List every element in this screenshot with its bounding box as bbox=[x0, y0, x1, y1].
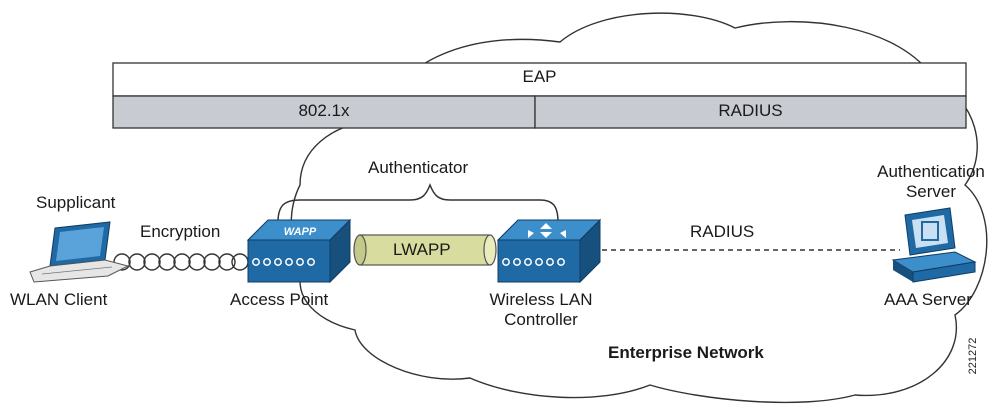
encryption-link bbox=[113, 253, 249, 271]
authenticator-bracket bbox=[277, 182, 559, 223]
aaa-server-label: AAA Server bbox=[884, 290, 972, 309]
supplicant-label: Supplicant bbox=[36, 193, 116, 212]
access-point-icon: WAPP bbox=[246, 218, 352, 284]
radius-band bbox=[534, 95, 967, 129]
lwapp-tunnel bbox=[353, 234, 497, 266]
auth-server-label-line1: Authentication bbox=[877, 162, 985, 181]
lwapp-label: LWAPP bbox=[393, 240, 451, 259]
wlc-label-line2: Controller bbox=[504, 310, 578, 329]
enterprise-network-label: Enterprise Network bbox=[608, 343, 764, 362]
radius-link-label: RADIUS bbox=[690, 222, 755, 241]
authenticator-label: Authenticator bbox=[368, 158, 469, 177]
eap-label: EAP bbox=[522, 67, 557, 86]
wlc-label-line1: Wireless LAN bbox=[489, 290, 593, 309]
auth-server-label-line2: Server bbox=[905, 182, 957, 201]
encryption-label: Encryption bbox=[140, 222, 221, 241]
figure-id: 221272 bbox=[967, 337, 979, 375]
radius-band-label: RADIUS bbox=[718, 101, 783, 120]
laptop-icon bbox=[29, 221, 130, 283]
wlan-client-label: WLAN Client bbox=[10, 290, 108, 309]
aaa-server-icon bbox=[891, 207, 977, 283]
ap-logo-text: WAPP bbox=[284, 226, 317, 238]
eap-band bbox=[112, 62, 967, 97]
dot1x-label: 802.1x bbox=[298, 101, 350, 120]
wlc-icon bbox=[496, 218, 602, 284]
access-point-label: Access Point bbox=[230, 290, 329, 309]
dot1x-band bbox=[112, 95, 536, 129]
